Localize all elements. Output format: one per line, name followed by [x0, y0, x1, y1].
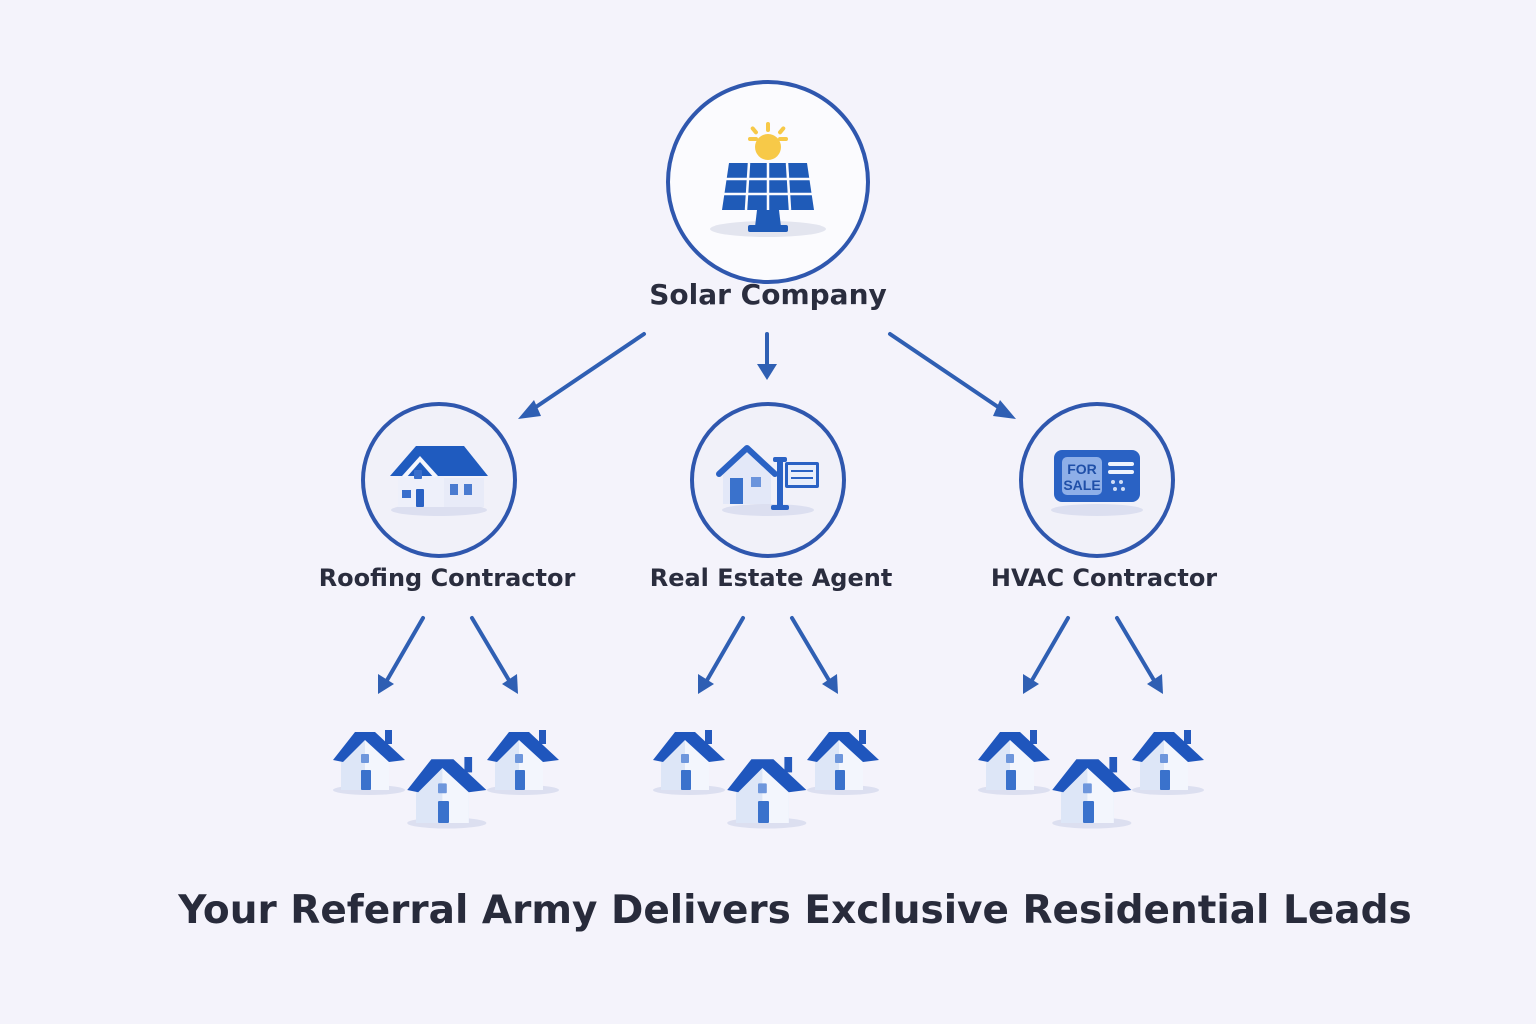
arrow-roofing-lead-2: [470, 616, 512, 684]
arrow-hvac-lead-2: [1115, 616, 1157, 684]
for-sale-text-for: FOR: [1067, 461, 1097, 477]
hvac-contractor-node: FOR SALE: [1019, 402, 1175, 558]
roofing-contractor-node: [361, 402, 517, 558]
arrow-realestate-lead-2: [790, 616, 832, 684]
home-icon: [805, 724, 885, 796]
real-estate-agent-label: Real Estate Agent: [649, 564, 893, 592]
home-icon: [976, 724, 1056, 796]
house-icon: [390, 446, 488, 516]
arrow-root-to-roofing: [528, 332, 646, 413]
diagram-title: Your Referral Army Delivers Exclusive Re…: [178, 888, 1412, 933]
home-icon: [1050, 750, 1138, 830]
arrow-root-to-hvac: [888, 332, 1006, 413]
arrow-roofing-lead-1: [384, 616, 425, 684]
home-icon: [651, 724, 731, 796]
hvac-leads-cluster: [970, 718, 1210, 838]
home-icon: [1130, 724, 1210, 796]
hvac-contractor-label: HVAC Contractor: [990, 564, 1218, 592]
for-sale-text-sale: SALE: [1063, 477, 1100, 493]
home-icon: [331, 724, 411, 796]
solar-company-label: Solar Company: [649, 278, 887, 311]
arrow-hvac-lead-1: [1029, 616, 1070, 684]
real-estate-agent-node: [690, 402, 846, 558]
solar-company-node: [666, 80, 870, 284]
house-with-sign-icon: [716, 445, 819, 516]
for-sale-sign-icon: FOR SALE: [1051, 450, 1143, 516]
solar-panel-icon: [710, 122, 826, 237]
arrow-realestate-lead-1: [704, 616, 745, 684]
home-icon: [725, 750, 813, 830]
roofing-contractor-label: Roofing Contractor: [318, 564, 576, 592]
home-icon: [405, 750, 493, 830]
home-icon: [485, 724, 565, 796]
roofing-leads-cluster: [325, 718, 565, 838]
realestate-leads-cluster: [645, 718, 885, 838]
